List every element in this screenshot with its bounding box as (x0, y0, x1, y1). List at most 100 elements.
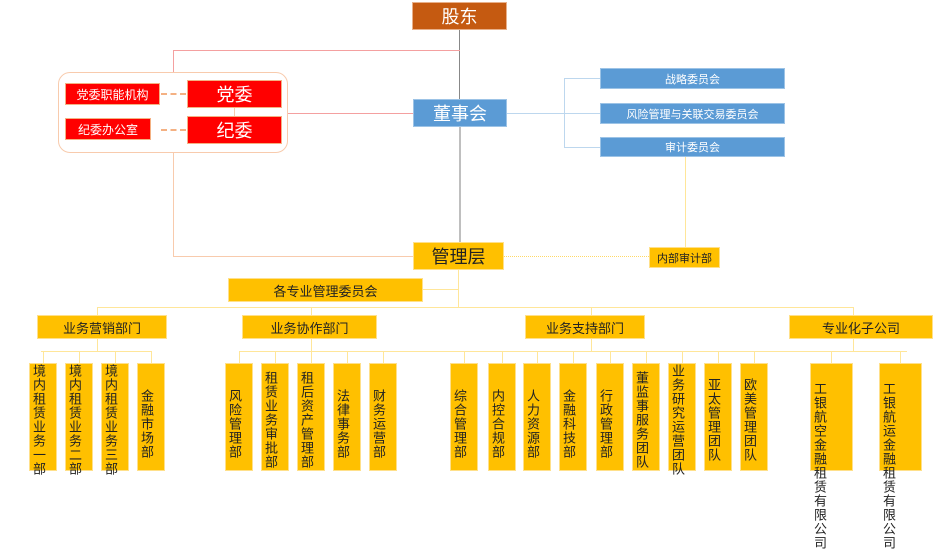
mgmt-committees-node[interactable]: 各专业管理委员会 (228, 278, 423, 302)
connector-party-top-v (173, 50, 174, 72)
unit-label: 租赁业务审批部 (262, 371, 277, 469)
discipline-committee-label: 纪委 (216, 121, 253, 142)
connector-g1-h (41, 351, 151, 352)
unit-node[interactable]: 综合管理部 (450, 363, 478, 471)
unit-node[interactable]: 租赁业务审批部 (261, 363, 289, 471)
connector-mgmt-committees (423, 289, 458, 290)
party-group-frame (58, 72, 288, 153)
connector-unit (502, 351, 503, 363)
unit-node[interactable]: 工银航空金融租赁有限公司 (810, 363, 853, 550)
group-label: 业务协作部门 (270, 321, 349, 337)
unit-node[interactable]: 人力资源部 (523, 363, 551, 471)
connector-board-management (459, 127, 461, 242)
party-committee-node[interactable]: 党委 (187, 80, 282, 108)
connector-party-management-h (173, 256, 413, 257)
connector-g3-down (591, 338, 592, 351)
unit-label: 工银航空金融租赁有限公司 (811, 382, 826, 550)
group-subsidiaries[interactable]: 专业化子公司 (789, 315, 933, 339)
connector-unit (311, 351, 312, 363)
committee-strategy[interactable]: 战略委员会 (600, 68, 785, 89)
committee-risk[interactable]: 风险管理与关联交易委员会 (600, 103, 785, 124)
connector-g4-down (853, 338, 854, 351)
connector-unit (115, 351, 116, 363)
group-support[interactable]: 业务支持部门 (525, 315, 645, 339)
party-committee-label: 党委 (216, 85, 253, 106)
connector-unit (383, 351, 384, 363)
unit-label: 财务运营部 (370, 389, 385, 459)
unit-label: 内控合规部 (489, 389, 504, 459)
committee-label: 战略委员会 (665, 72, 720, 86)
unit-node[interactable]: 董监事服务团队 (632, 363, 660, 471)
unit-node[interactable]: 金融科技部 (559, 363, 587, 471)
unit-node[interactable]: 境内租赁业务一部 (29, 363, 57, 476)
unit-node[interactable]: 工银航运金融租赁有限公司 (879, 363, 922, 550)
management-node[interactable]: 管理层 (413, 242, 504, 270)
unit-node[interactable]: 境内租赁业务三部 (101, 363, 129, 476)
connector-unit (537, 351, 538, 363)
discipline-committee-node[interactable]: 纪委 (187, 116, 282, 144)
group-label: 业务营销部门 (62, 321, 141, 337)
connector-group-2 (311, 307, 312, 315)
connector-unit (573, 351, 574, 363)
unit-label: 欧美管理团队 (741, 378, 756, 462)
connector-unit (646, 351, 647, 363)
unit-label: 风险管理部 (226, 389, 241, 459)
unit-label: 人力资源部 (524, 389, 539, 459)
unit-label: 行政管理部 (597, 389, 612, 459)
board-node[interactable]: 董事会 (413, 99, 507, 127)
group-marketing[interactable]: 业务营销部门 (37, 315, 167, 339)
unit-node[interactable]: 金融市场部 (137, 363, 165, 471)
unit-node[interactable]: 法律事务部 (333, 363, 361, 471)
unit-label: 金融科技部 (560, 389, 575, 459)
shareholders-node[interactable]: 股东 (412, 2, 507, 30)
internal-audit-label: 内部审计部 (657, 251, 712, 265)
unit-node[interactable]: 亚太管理团队 (704, 363, 732, 471)
mgmt-committees-label: 各专业管理委员会 (273, 284, 378, 300)
connector-unit (43, 351, 44, 363)
committee-label: 审计委员会 (665, 141, 720, 154)
dashed-link-party (161, 93, 186, 95)
connector-unit (610, 351, 611, 363)
unit-node[interactable]: 财务运营部 (369, 363, 397, 471)
unit-label: 境内租赁业务二部 (66, 364, 81, 476)
connector-party-top-h (173, 50, 460, 51)
unit-label: 董监事服务团队 (633, 371, 648, 469)
connector-unit (754, 351, 755, 363)
connector-group-1 (97, 307, 98, 315)
unit-node[interactable]: 风险管理部 (225, 363, 253, 471)
unit-node[interactable]: 欧美管理团队 (740, 363, 768, 471)
connector-unit (79, 351, 80, 363)
group-label: 业务支持部门 (545, 321, 624, 337)
connector-unit (239, 351, 240, 363)
party-functions-node[interactable]: 党委职能机构 (65, 83, 160, 105)
shareholders-label: 股东 (441, 7, 478, 28)
connector-unit (682, 351, 683, 363)
connector-management-down (458, 270, 459, 307)
connector-party-board (288, 113, 413, 114)
unit-label: 工银航运金融租赁有限公司 (880, 382, 895, 550)
internal-audit-node[interactable]: 内部审计部 (649, 247, 720, 268)
connector-group-3 (591, 307, 592, 315)
party-functions-label: 党委职能机构 (76, 87, 149, 102)
management-label: 管理层 (431, 247, 486, 268)
connector-g1-down (97, 338, 98, 351)
unit-node[interactable]: 业务研究运营团队 (668, 363, 696, 476)
connector-unit (831, 351, 832, 363)
unit-node[interactable]: 行政管理部 (596, 363, 624, 471)
committee-audit[interactable]: 审计委员会 (600, 137, 785, 157)
unit-node[interactable]: 租后资产管理部 (297, 363, 325, 471)
connector-group-4 (853, 307, 854, 315)
connector-unit (900, 351, 901, 363)
dashed-link-discipline (161, 129, 186, 131)
connector-audit-internal (685, 157, 686, 247)
unit-node[interactable]: 内控合规部 (488, 363, 516, 471)
discipline-office-node[interactable]: 纪委办公室 (65, 118, 151, 140)
connector-party-internal (234, 108, 235, 116)
board-label: 董事会 (433, 104, 487, 125)
connector-management-internal-audit (504, 256, 649, 257)
unit-label: 综合管理部 (451, 389, 466, 459)
group-collaboration[interactable]: 业务协作部门 (242, 315, 377, 339)
unit-node[interactable]: 境内租赁业务二部 (65, 363, 93, 476)
committee-label: 风险管理与关联交易委员会 (626, 107, 759, 121)
connector-committee-3 (564, 147, 600, 148)
